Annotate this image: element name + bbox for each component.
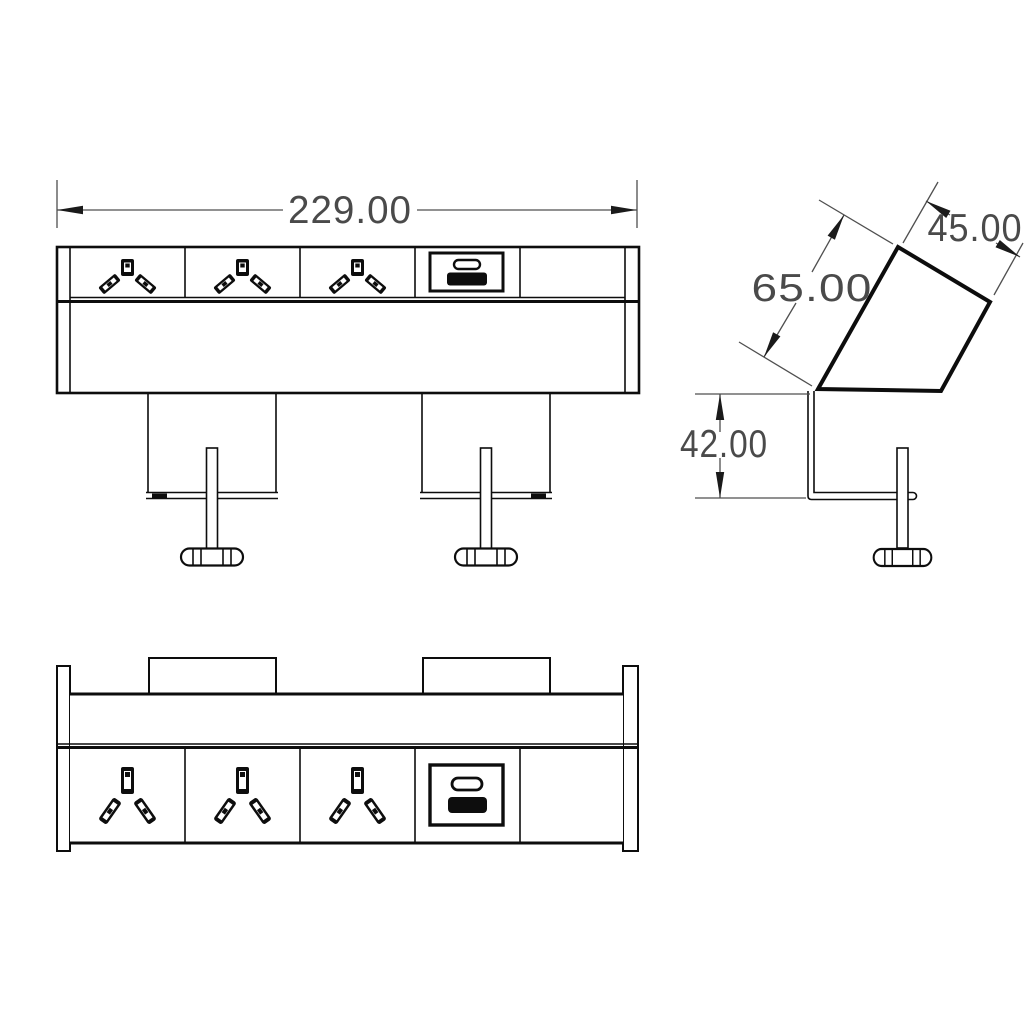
arrowhead <box>926 201 951 218</box>
dimension-label-body-face-length: 65.00 <box>752 267 873 310</box>
strip-body <box>55 245 641 395</box>
clamp-plate-end <box>531 493 546 499</box>
clamp-knob-icon <box>872 547 933 568</box>
front-view: 229.00 <box>55 180 641 567</box>
usb-a-port-icon <box>448 797 487 813</box>
arrowhead <box>611 205 637 215</box>
arrowhead <box>764 332 781 357</box>
module-dividers <box>184 749 521 842</box>
mount-tab-left <box>148 657 277 695</box>
dimension-overall-width: 229.00 <box>56 180 638 232</box>
arrowhead <box>827 215 844 240</box>
extension-line <box>818 199 894 245</box>
side-view: 65.00 45.00 42.00 <box>680 181 1024 568</box>
module-dividers <box>184 248 521 298</box>
usb-a-port-icon <box>447 272 487 286</box>
dimension-label-overall-width: 229.00 <box>288 189 412 232</box>
arrowhead <box>715 472 725 498</box>
usb-module-icon <box>428 251 505 293</box>
dimension-clamp-gap-height: 42.00 <box>680 393 810 499</box>
clamp-screw <box>896 447 909 549</box>
dimension-label-body-depth: 45.00 <box>928 207 1023 250</box>
strip-body-section <box>814 244 993 394</box>
usb-c-port-icon <box>450 776 484 792</box>
dimension-body-depth: 45.00 <box>902 181 1024 296</box>
dimension-body-face-length: 65.00 <box>738 199 894 387</box>
clamp-screw <box>205 447 219 550</box>
arrowhead <box>57 205 83 215</box>
rear-view <box>56 657 639 852</box>
extension-line <box>902 181 939 244</box>
arrowhead <box>995 240 1020 257</box>
end-cap-right <box>622 665 639 852</box>
clamp-knob-icon <box>179 547 245 567</box>
clamp-bracket-side <box>807 391 918 501</box>
end-cap-left <box>56 665 71 852</box>
extension-line <box>738 341 813 387</box>
clamp-bracket-left <box>146 393 278 567</box>
clamp-plate-end <box>152 493 167 499</box>
clamp-bracket-right <box>420 393 552 567</box>
dimension-label-clamp-gap-height: 42.00 <box>680 423 768 466</box>
clamp-knob-icon <box>453 547 519 567</box>
usb-c-port-icon <box>452 258 482 271</box>
extension-line <box>993 242 1024 296</box>
clamp-screw <box>479 447 493 550</box>
mount-tab-right <box>422 657 551 695</box>
strip-body <box>70 694 623 843</box>
usb-module-icon <box>428 763 505 827</box>
arrowhead <box>715 394 725 420</box>
